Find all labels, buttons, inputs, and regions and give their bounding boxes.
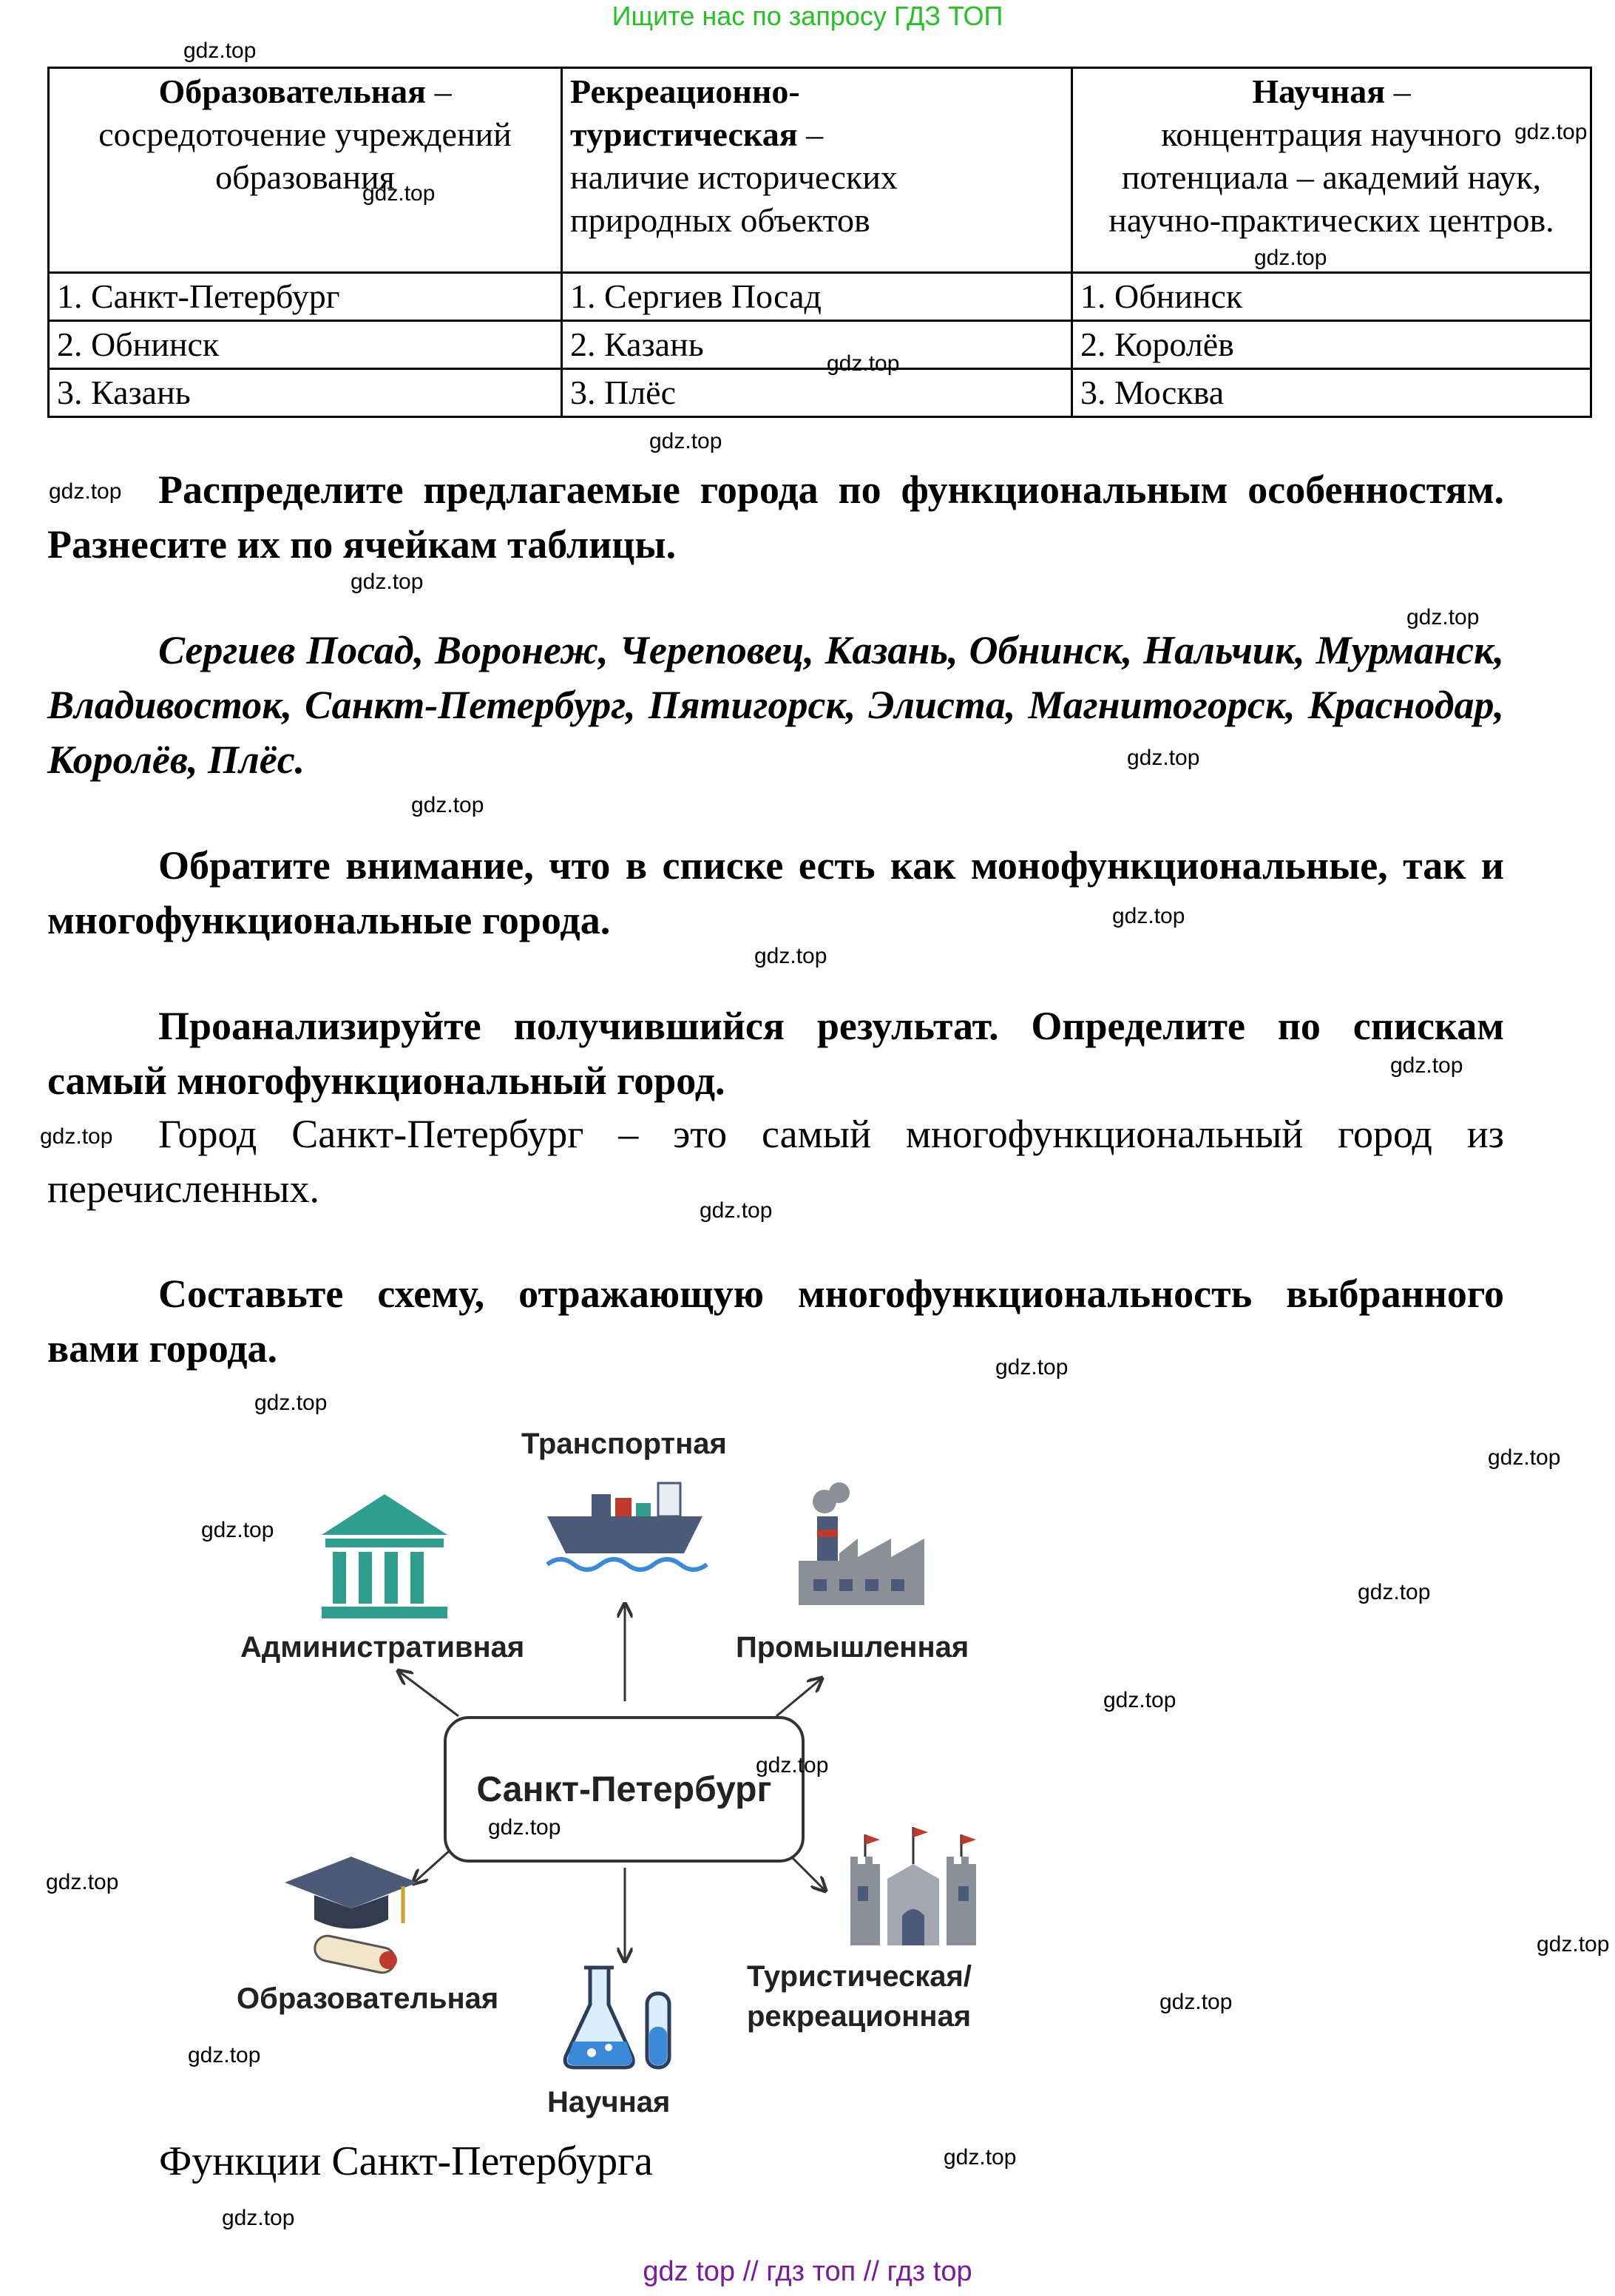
label-tourism: Туристическая/рекреационная: [747, 1956, 972, 2036]
diagram-caption: Функции Санкт-Петербурга: [159, 2138, 653, 2184]
table-cell: 3. Москва: [1071, 368, 1592, 418]
watermark: gdz.top: [183, 38, 257, 63]
watermark: gdz.top: [1127, 746, 1200, 770]
watermark: gdz.top: [1159, 1990, 1233, 2014]
task-distribute: Распределите предлагаемые города по функ…: [47, 467, 1504, 567]
table-cell: 1. Санкт-Петербург: [47, 271, 563, 322]
watermark: gdz.top: [754, 944, 827, 968]
center-city-box: Санкт-Петербург: [444, 1716, 805, 1863]
table-cell: 3. Плёс: [561, 368, 1073, 418]
label-tourism-line1: Туристическая/: [747, 1960, 972, 1993]
label-industry: Промышленная: [736, 1631, 969, 1664]
table-row: 1. Санкт-Петербург 1. Сергиев Посад 1. О…: [47, 271, 1592, 322]
header-education: Образовательная – сосредоточение учрежде…: [47, 67, 563, 274]
header-recreation: Рекреационно- туристическая – наличие ис…: [561, 67, 1073, 274]
table-cell: 1. Сергиев Посад: [561, 271, 1073, 322]
watermark: gdz.top: [1488, 1445, 1561, 1470]
watermark: gdz.top: [1103, 1688, 1176, 1712]
task-note: Обратите внимание, что в списке есть как…: [47, 843, 1504, 942]
table-cell: 3. Казань: [47, 368, 563, 418]
footer-links[interactable]: gdz top // гдз топ // гдз top: [643, 2256, 972, 2287]
diagram-graphics: [285, 1482, 976, 2070]
center-city-label: Санкт-Петербург: [476, 1769, 772, 1809]
label-transport: Транспортная: [521, 1428, 727, 1460]
watermark: gdz.top: [188, 2043, 261, 2067]
arrow-education: [414, 1848, 453, 1883]
answer-text: Город Санкт-Петербург – это самый многоф…: [47, 1112, 1504, 1211]
watermark: gdz.top: [351, 570, 424, 594]
table-cell: 2. Казань: [561, 320, 1073, 370]
task-scheme: Составьте схему, отражающую многофункцио…: [47, 1272, 1504, 1371]
factory-icon: [799, 1482, 924, 1605]
watermark: gdz.top: [1514, 120, 1588, 144]
watermark: gdz.top: [254, 1391, 328, 1415]
watermark: gdz.top: [1112, 904, 1185, 928]
table-cell: 2. Королёв: [1071, 320, 1592, 370]
arrow-tourism: [790, 1855, 825, 1890]
watermark: gdz.top: [40, 1124, 113, 1149]
lab-flask-icon: [563, 1965, 671, 2070]
watermark: gdz.top: [46, 1870, 119, 1894]
watermark: gdz.top: [827, 351, 900, 376]
table-cell: 1. Обнинск: [1071, 271, 1592, 322]
watermark: gdz.top: [756, 1753, 829, 1777]
graduation-cap-icon: [285, 1857, 418, 1974]
arrow-admin: [399, 1672, 459, 1718]
header-science: Научная – концентрация научного потенциа…: [1071, 67, 1592, 274]
watermark: gdz.top: [995, 1355, 1069, 1380]
header-desc: – сосредоточение учреждений образования: [98, 72, 512, 196]
watermark: gdz.top: [1254, 246, 1327, 270]
header-desc: – наличие исторических природных объекто…: [570, 115, 898, 239]
watermark: gdz.top: [1358, 1580, 1431, 1604]
label-science: Научная: [547, 2086, 671, 2118]
ship-icon: [546, 1482, 708, 1572]
watermark: gdz.top: [649, 429, 722, 453]
watermark: gdz.top: [222, 2206, 295, 2230]
watermark: gdz.top: [411, 793, 484, 817]
label-education: Образовательная: [237, 1982, 499, 2015]
watermark: gdz.top: [49, 479, 122, 504]
watermark: gdz.top: [1390, 1053, 1463, 1078]
watermark: gdz.top: [201, 1518, 274, 1542]
city-functions-diagram: Транспортная Административная Промышленн…: [200, 1391, 1050, 2145]
header-title: Научная: [1252, 72, 1386, 110]
watermark: gdz.top: [700, 1198, 773, 1223]
header-title: Рекреационно- туристическая: [570, 72, 800, 153]
table-row: 2. Обнинск 2. Казань 2. Королёв: [47, 320, 1592, 370]
table-row: 3. Казань 3. Плёс 3. Москва: [47, 368, 1592, 418]
header-title: Образовательная: [158, 72, 427, 110]
watermark: gdz.top: [1406, 605, 1480, 629]
header-desc: – концентрация научного потенциала – ака…: [1108, 72, 1554, 239]
table-cell: 2. Обнинск: [47, 320, 563, 370]
top-banner[interactable]: Ищите нас по запросу ГДЗ ТОП: [612, 1, 1003, 31]
city-list: Сергиев Посад, Воронеж, Череповец, Казан…: [47, 628, 1504, 782]
functions-table: Образовательная – сосредоточение учрежде…: [47, 67, 1592, 418]
label-admin: Административная: [240, 1631, 525, 1664]
watermark: gdz.top: [944, 2145, 1017, 2170]
watermark: gdz.top: [1537, 1932, 1610, 1956]
watermark: gdz.top: [488, 1815, 561, 1840]
watermark: gdz.top: [362, 181, 436, 206]
arrow-industry: [776, 1679, 821, 1718]
government-building-icon: [322, 1494, 447, 1618]
task-analyze: Проанализируйте получившийся результат. …: [47, 1004, 1504, 1103]
castle-icon: [850, 1827, 976, 1945]
label-tourism-line2: рекреационная: [747, 2000, 972, 2033]
